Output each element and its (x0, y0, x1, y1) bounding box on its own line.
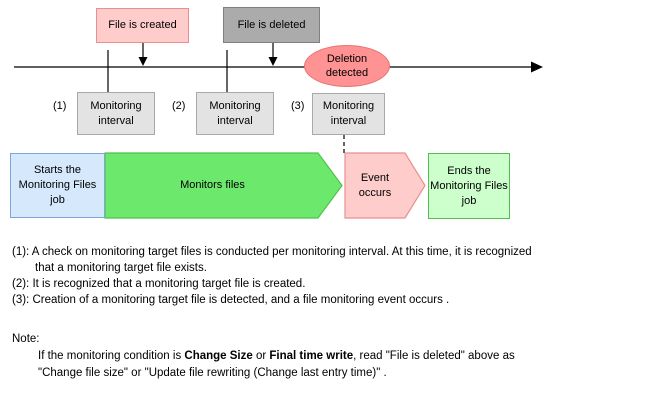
note-line-2: "Change file size" or "Update file rewri… (38, 367, 387, 379)
note-line-1-c: or (252, 350, 270, 362)
timeline-arrowhead-icon (531, 61, 543, 73)
monitoring-interval-box-2: Monitoring interval (196, 92, 274, 135)
note-line-1: If the monitoring condition is Change Si… (38, 348, 645, 365)
explanation-line-2: (2): It is recognized that a monitoring … (12, 278, 306, 290)
monitoring-interval-label-3: Monitoring interval (322, 100, 375, 127)
end-monitoring-job-box: Ends the Monitoring Files job (428, 153, 510, 219)
interval-2-number: (2) (172, 100, 186, 112)
explanation-line-1-cont: that a monitoring target file exists. (35, 262, 207, 274)
note-title: Note: (12, 333, 40, 345)
monitors-files-arrow-shape (104, 152, 343, 219)
end-monitoring-job-label: Ends the Monitoring Files job (430, 164, 508, 207)
monitors-files-label: Monitors files (105, 153, 320, 218)
file-created-box: File is created (96, 8, 189, 43)
event-occurs-text: Event occurs (358, 171, 392, 199)
file-created-label: File is created (108, 19, 177, 31)
note-condition-change-size: Change Size (184, 350, 253, 362)
start-monitoring-job-label: Starts the Monitoring Files job (18, 164, 97, 206)
file-deleted-box: File is deleted (223, 7, 320, 43)
monitoring-interval-box-3: Monitoring interval (312, 93, 385, 135)
file-deleted-label: File is deleted (237, 18, 306, 31)
explanation-line-1: (1): A check on monitoring target files … (12, 246, 532, 258)
file-created-arrowhead-icon (138, 57, 148, 66)
deletion-detected-ellipse: Deletion detected (304, 45, 390, 87)
file-deleted-arrowhead-icon (268, 57, 278, 66)
monitors-files-text: Monitors files (180, 179, 245, 191)
note-block: Note: If the monitoring condition is Cha… (12, 331, 645, 382)
note-line-1-e: , read "File is deleted" above as (353, 350, 515, 362)
monitoring-interval-label-1: Monitoring interval (90, 99, 142, 127)
start-monitoring-job-box: Starts the Monitoring Files job (10, 153, 105, 218)
monitoring-interval-box-1: Monitoring interval (77, 92, 155, 135)
deletion-detected-label: Deletion detected (325, 53, 369, 79)
interval-3-number: (3) (291, 100, 305, 112)
event-occurs-label: Event occurs (345, 153, 405, 218)
note-condition-final-time-write: Final time write (269, 350, 354, 362)
event-occurs-pentagon-shape (344, 152, 426, 219)
monitoring-interval-label-2: Monitoring interval (209, 99, 261, 127)
note-line-1-a: If the monitoring condition is (38, 350, 185, 362)
interval-1-number: (1) (53, 100, 67, 112)
explanations-block: (1): A check on monitoring target files … (12, 244, 645, 308)
explanation-line-3: (3): Creation of a monitoring target fil… (12, 294, 450, 306)
